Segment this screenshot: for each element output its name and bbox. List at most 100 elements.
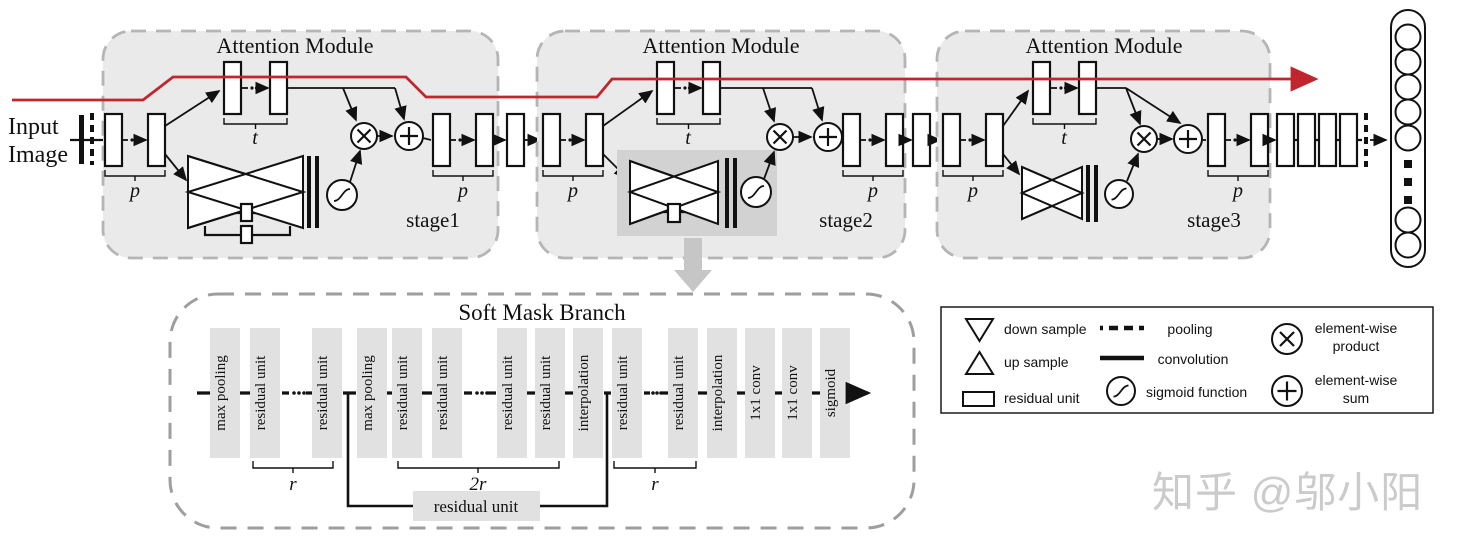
legend-product-label-line2: product xyxy=(1333,338,1380,354)
module-3-trunk-branch-arrow xyxy=(1002,89,1030,127)
module-3-sum-icon xyxy=(1173,124,1203,154)
module-2-p-in-label: p xyxy=(566,180,578,202)
module-1-trunk-to-product-arrow xyxy=(342,87,358,122)
legend-sum-label-line2: sum xyxy=(1343,390,1369,406)
module-1-title: Attention Module xyxy=(216,33,373,58)
module-2-trunk-to-sum-arrow xyxy=(811,87,825,122)
neuron-circle xyxy=(1394,124,1422,152)
module-2-hourglass-icon xyxy=(627,158,737,228)
module-2-stage-label: stage2 xyxy=(819,208,873,232)
soft-mask-skip-connection xyxy=(346,393,609,508)
soft-mask-columns: max pooling residual unit residual unit … xyxy=(210,328,850,458)
module-2-trunk-branch-arrow xyxy=(602,89,654,127)
neuron-circle xyxy=(1394,73,1422,101)
legend: down sample up sample residual unit pool… xyxy=(940,306,1434,414)
column-label: residual unit xyxy=(615,355,631,430)
bracket-r2 xyxy=(613,461,697,473)
neuron-circle xyxy=(1394,231,1422,259)
ellipsis-square xyxy=(1404,196,1412,204)
module-1-sigmoid-icon xyxy=(326,179,358,211)
legend-convolution-label: convolution xyxy=(1158,351,1229,367)
sigmoid-function-icon xyxy=(1106,376,1136,406)
input-label-line1: Input xyxy=(8,114,59,140)
input-image-group: Input Image xyxy=(8,113,105,168)
soft-mask-title: Soft Mask Branch xyxy=(458,300,626,325)
zoom-detail-gray-arrow xyxy=(674,238,712,292)
module-1-p-in-label: p xyxy=(128,180,140,202)
legend-sum-label-line1: element-wise xyxy=(1315,372,1398,388)
module-3-p-in-label: p xyxy=(966,180,978,202)
neuron-circle xyxy=(1394,23,1422,51)
module-3-title: Attention Module xyxy=(1025,33,1182,58)
attention-module-1: Attention Module p t xyxy=(101,29,500,260)
bracket-r1 xyxy=(252,461,334,473)
module-1-stage-label: stage1 xyxy=(406,208,460,232)
soft-mask-branch: Soft Mask Branch max pooling residual un… xyxy=(168,292,916,530)
column-label: residual unit xyxy=(315,355,331,430)
inter-module-units-1 xyxy=(492,112,542,168)
module-3-t-label: t xyxy=(1061,127,1067,149)
module-2-t-label: t xyxy=(685,127,691,149)
ellipsis-square xyxy=(1404,160,1412,168)
module-1-sum-out-line xyxy=(422,137,432,141)
module-1-product-icon xyxy=(350,122,378,150)
neuron-circle xyxy=(1394,48,1422,76)
module-3-mask-branch-arrow xyxy=(1002,153,1021,176)
module-2-p-out-label: p xyxy=(866,180,878,202)
column-label: residual unit xyxy=(253,355,269,430)
module-2-sigmoid-icon xyxy=(740,176,772,208)
column-label: sigmoid xyxy=(823,368,839,417)
attention-module-2: Attention Module p t xyxy=(535,29,907,260)
output-layer-capsule xyxy=(1390,9,1426,268)
module-3-trunk-to-sum-arrow xyxy=(1125,87,1182,124)
ellipsis-square xyxy=(1404,178,1412,186)
soft-mask-skip-label: residual unit xyxy=(434,497,519,516)
soft-mask-skip-residual-unit xyxy=(413,491,540,521)
module-3-product-icon xyxy=(1130,125,1158,153)
bracket-2r-label: 2r xyxy=(470,474,488,495)
neuron-circle xyxy=(1394,98,1422,126)
legend-box xyxy=(940,306,1434,414)
column-label: interpolation xyxy=(710,354,726,431)
soft-mask-box xyxy=(168,292,916,530)
element-wise-sum-icon xyxy=(1271,375,1303,407)
module-1-sigmoid-to-product-arrow xyxy=(349,149,363,183)
column-label: residual unit xyxy=(538,355,554,430)
inter-module-units-2 xyxy=(898,112,942,168)
legend-sigmoid-label: sigmoid function xyxy=(1146,384,1247,400)
module-2-sigmoid-to-product-arrow xyxy=(763,150,776,180)
column-label: residual unit xyxy=(671,355,687,430)
attention-module-3: Attention Module p t xyxy=(935,29,1272,260)
input-label-line2: Image xyxy=(8,142,68,168)
legend-pooling-label: pooling xyxy=(1167,321,1212,337)
convolution-bar-icon xyxy=(79,115,84,164)
watermark: 知乎 @邬小阳 xyxy=(1152,469,1423,516)
module-1-trunk-to-sum-arrow xyxy=(394,87,407,121)
attention-skip-red-line xyxy=(12,66,1319,102)
module-1-hourglass-icon xyxy=(184,154,319,245)
output-chain xyxy=(1262,112,1388,168)
neuron-circle xyxy=(1394,206,1422,234)
module-2-product-icon xyxy=(766,123,794,151)
module-3-p-out-label: p xyxy=(1231,180,1243,202)
module-2-trunk-to-product-arrow xyxy=(762,87,776,123)
legend-residual-unit-label: residual unit xyxy=(1004,390,1080,406)
bracket-r1-label: r xyxy=(289,474,297,495)
legend-product-label-line1: element-wise xyxy=(1315,320,1398,336)
column-label: interpolation xyxy=(576,354,592,431)
column-label: residual unit xyxy=(435,355,451,430)
module-1-sum-icon xyxy=(394,121,424,151)
down-sample-icon xyxy=(964,318,995,343)
column-label: residual unit xyxy=(500,355,516,430)
column-label: max pooling xyxy=(360,355,376,431)
module-1-t-label: t xyxy=(252,127,258,149)
column-label: 1x1 conv xyxy=(748,365,764,421)
bracket-r2-label: r xyxy=(651,474,659,495)
module-2-title: Attention Module xyxy=(642,33,799,58)
module-2-sum-icon xyxy=(813,122,843,152)
module-3-hourglass-icon xyxy=(1019,165,1098,222)
up-sample-icon xyxy=(964,350,995,375)
legend-down-sample-label: down sample xyxy=(1004,321,1087,337)
